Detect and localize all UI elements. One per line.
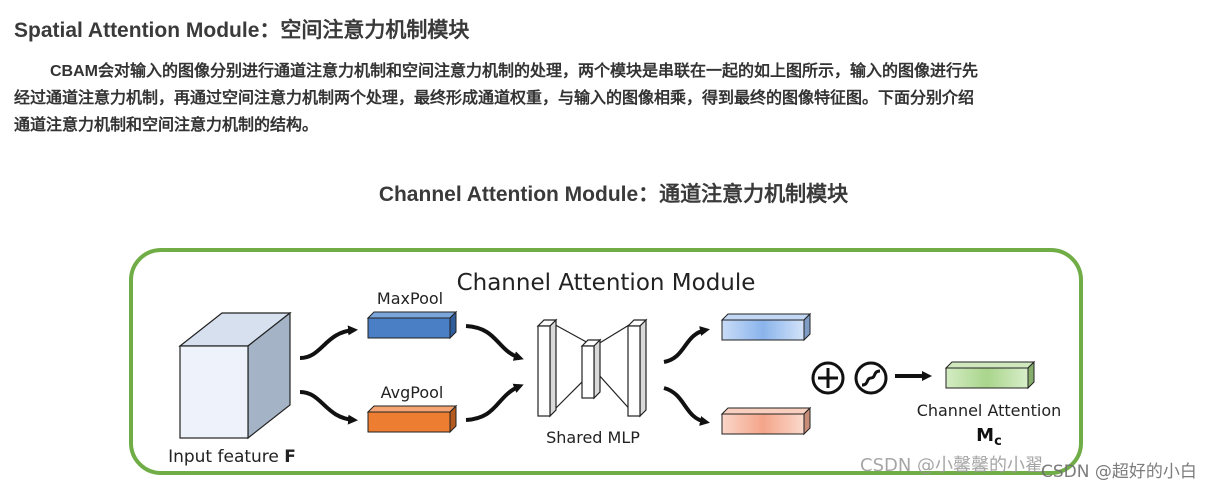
paragraph-line-2: 经过通道注意力机制，再通过空间注意力机制两个处理，最终形成通道权重，与输入的图像… xyxy=(14,90,975,107)
channel-attention-vector xyxy=(944,360,1036,390)
arrow-cube-to-maxpool xyxy=(299,325,358,360)
mlp-output-maxpool-vector xyxy=(720,312,812,342)
paragraph-line-1-text: CBAM会对输入的图像分别进行通道注意力机制和空间注意力机制的处理，两个模块是串… xyxy=(50,63,978,80)
channel-attention-symbol-main: M xyxy=(976,425,994,446)
avgpool-vector xyxy=(366,404,458,434)
input-feature-label: Input feature F xyxy=(168,447,296,467)
arrow-mlp-to-bottom-output xyxy=(663,386,710,426)
paragraph-line-3: 通道注意力机制和空间注意力机制的结构。 xyxy=(14,117,319,134)
channel-attention-symbol-subscript: c xyxy=(994,434,1002,449)
input-feature-cube xyxy=(178,311,292,440)
shared-mlp-label: Shared MLP xyxy=(546,428,640,447)
maxpool-label: MaxPool xyxy=(377,289,443,308)
section-title-spatial-attention: Spatial Attention Module：空间注意力机制模块 xyxy=(14,19,470,42)
input-feature-symbol: F xyxy=(284,447,296,467)
arrow-cube-to-avgpool xyxy=(299,390,358,425)
element-wise-sum-icon xyxy=(811,361,845,395)
figure-title: Channel Attention Module xyxy=(457,270,756,296)
watermark-secondary: CSDN @超好的小白 xyxy=(1041,462,1197,482)
channel-attention-label: Channel Attention xyxy=(917,401,1062,420)
channel-attention-symbol: Mc xyxy=(976,425,1002,449)
mlp-output-avgpool-vector xyxy=(720,406,812,436)
shared-mlp-network xyxy=(536,318,648,418)
arrow-mlp-to-top-output xyxy=(663,326,710,364)
paragraph-line-1: CBAM会对输入的图像分别进行通道注意力机制和空间注意力机制的处理，两个模块是串… xyxy=(14,58,1214,85)
arrow-avgpool-to-mlp xyxy=(465,383,524,422)
arrow-maxpool-to-mlp xyxy=(465,324,524,361)
section-title-channel-attention: Channel Attention Module：通道注意力机制模块 xyxy=(378,183,849,206)
maxpool-vector xyxy=(366,310,458,340)
sigmoid-icon xyxy=(854,361,888,395)
watermark-primary: CSDN @小馨馨的小翟 xyxy=(860,455,1044,476)
cbam-description-paragraph: CBAM会对输入的图像分别进行通道注意力机制和空间注意力机制的处理，两个模块是串… xyxy=(14,58,1214,139)
input-feature-label-text: Input feature xyxy=(168,447,284,467)
avgpool-label: AvgPool xyxy=(381,383,444,402)
